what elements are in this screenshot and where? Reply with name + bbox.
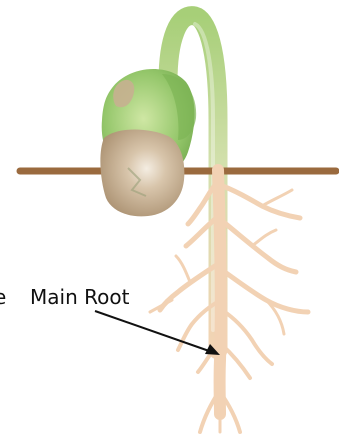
lateral-root bbox=[176, 256, 190, 282]
lateral-root bbox=[222, 270, 308, 312]
lateral-root bbox=[220, 185, 300, 218]
root-system bbox=[150, 170, 308, 432]
main-root-label: Main Root bbox=[30, 287, 129, 307]
main-root bbox=[218, 170, 221, 414]
lateral-root bbox=[222, 345, 250, 378]
lateral-root bbox=[222, 310, 272, 364]
lateral-root bbox=[221, 220, 296, 272]
lateral-root bbox=[252, 230, 276, 246]
main-root-pointer-line bbox=[95, 311, 212, 352]
seed-coat bbox=[100, 130, 184, 217]
lateral-root bbox=[262, 190, 292, 206]
cut-off-label-fragment: e bbox=[0, 287, 6, 307]
